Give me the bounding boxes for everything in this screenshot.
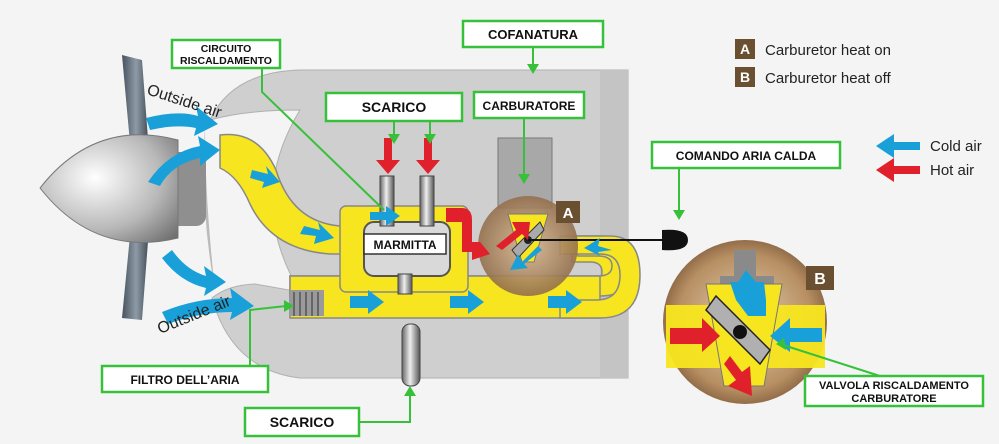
svg-text:CARBURATORE: CARBURATORE bbox=[851, 393, 936, 405]
label-comando-aria-calda: COMANDO ARIA CALDA bbox=[650, 140, 842, 170]
legend-heat-off: Carburetor heat off bbox=[765, 70, 891, 87]
badge-b-diagram: B bbox=[806, 266, 834, 290]
label-circuito-riscaldamento: CIRCUITO RISCALDAMENTO bbox=[170, 38, 282, 70]
legend-heat-on: Carburetor heat on bbox=[765, 42, 891, 59]
air-filter bbox=[290, 290, 324, 316]
legend-hot-air: Hot air bbox=[930, 162, 974, 179]
hot-air-arrows bbox=[376, 138, 752, 396]
spinner-icon bbox=[39, 134, 179, 243]
svg-text:A: A bbox=[563, 205, 574, 222]
control-knob-icon bbox=[528, 229, 688, 251]
svg-text:VALVOLA RISCALDAMENTO: VALVOLA RISCALDAMENTO bbox=[819, 380, 969, 392]
svg-text:B: B bbox=[740, 69, 750, 85]
cold-air-legend-icon bbox=[876, 134, 920, 158]
label-filtro-aria: FILTRO DELL’ARIA bbox=[100, 364, 270, 394]
svg-text:CARBURATORE: CARBURATORE bbox=[483, 99, 576, 113]
carb-detail-b bbox=[663, 240, 827, 404]
hot-air-legend-icon bbox=[876, 158, 920, 182]
bottom-exhaust-pipe bbox=[401, 323, 421, 387]
label-scarico-bottom: SCARICO bbox=[243, 406, 361, 438]
svg-text:B: B bbox=[814, 271, 826, 288]
svg-text:CIRCUITO: CIRCUITO bbox=[201, 43, 252, 55]
svg-text:SCARICO: SCARICO bbox=[362, 99, 427, 115]
svg-text:SCARICO: SCARICO bbox=[270, 414, 335, 430]
svg-text:A: A bbox=[740, 41, 750, 57]
svg-text:RISCALDAMENTO: RISCALDAMENTO bbox=[180, 55, 272, 67]
svg-text:FILTRO DELL’ARIA: FILTRO DELL’ARIA bbox=[130, 373, 239, 387]
label-cofanatura: COFANATURA bbox=[461, 19, 605, 49]
legend-cold-air: Cold air bbox=[930, 138, 982, 155]
connector-arrowheads bbox=[284, 64, 786, 396]
marmitta-label: MARMITTA bbox=[373, 238, 436, 252]
svg-text:COMANDO ARIA CALDA: COMANDO ARIA CALDA bbox=[676, 149, 817, 163]
badge-a-diagram: A bbox=[556, 201, 580, 223]
cold-air-arrows bbox=[146, 106, 822, 352]
label-scarico-top: SCARICO bbox=[324, 91, 464, 123]
svg-text:COFANATURA: COFANATURA bbox=[488, 27, 579, 42]
legend: A Carburetor heat on B Carburetor heat o… bbox=[735, 39, 982, 182]
label-carburatore: CARBURATORE bbox=[472, 90, 586, 120]
muffler: MARMITTA bbox=[363, 175, 451, 295]
label-valvola: VALVOLA RISCALDAMENTO CARBURATORE bbox=[803, 374, 985, 408]
